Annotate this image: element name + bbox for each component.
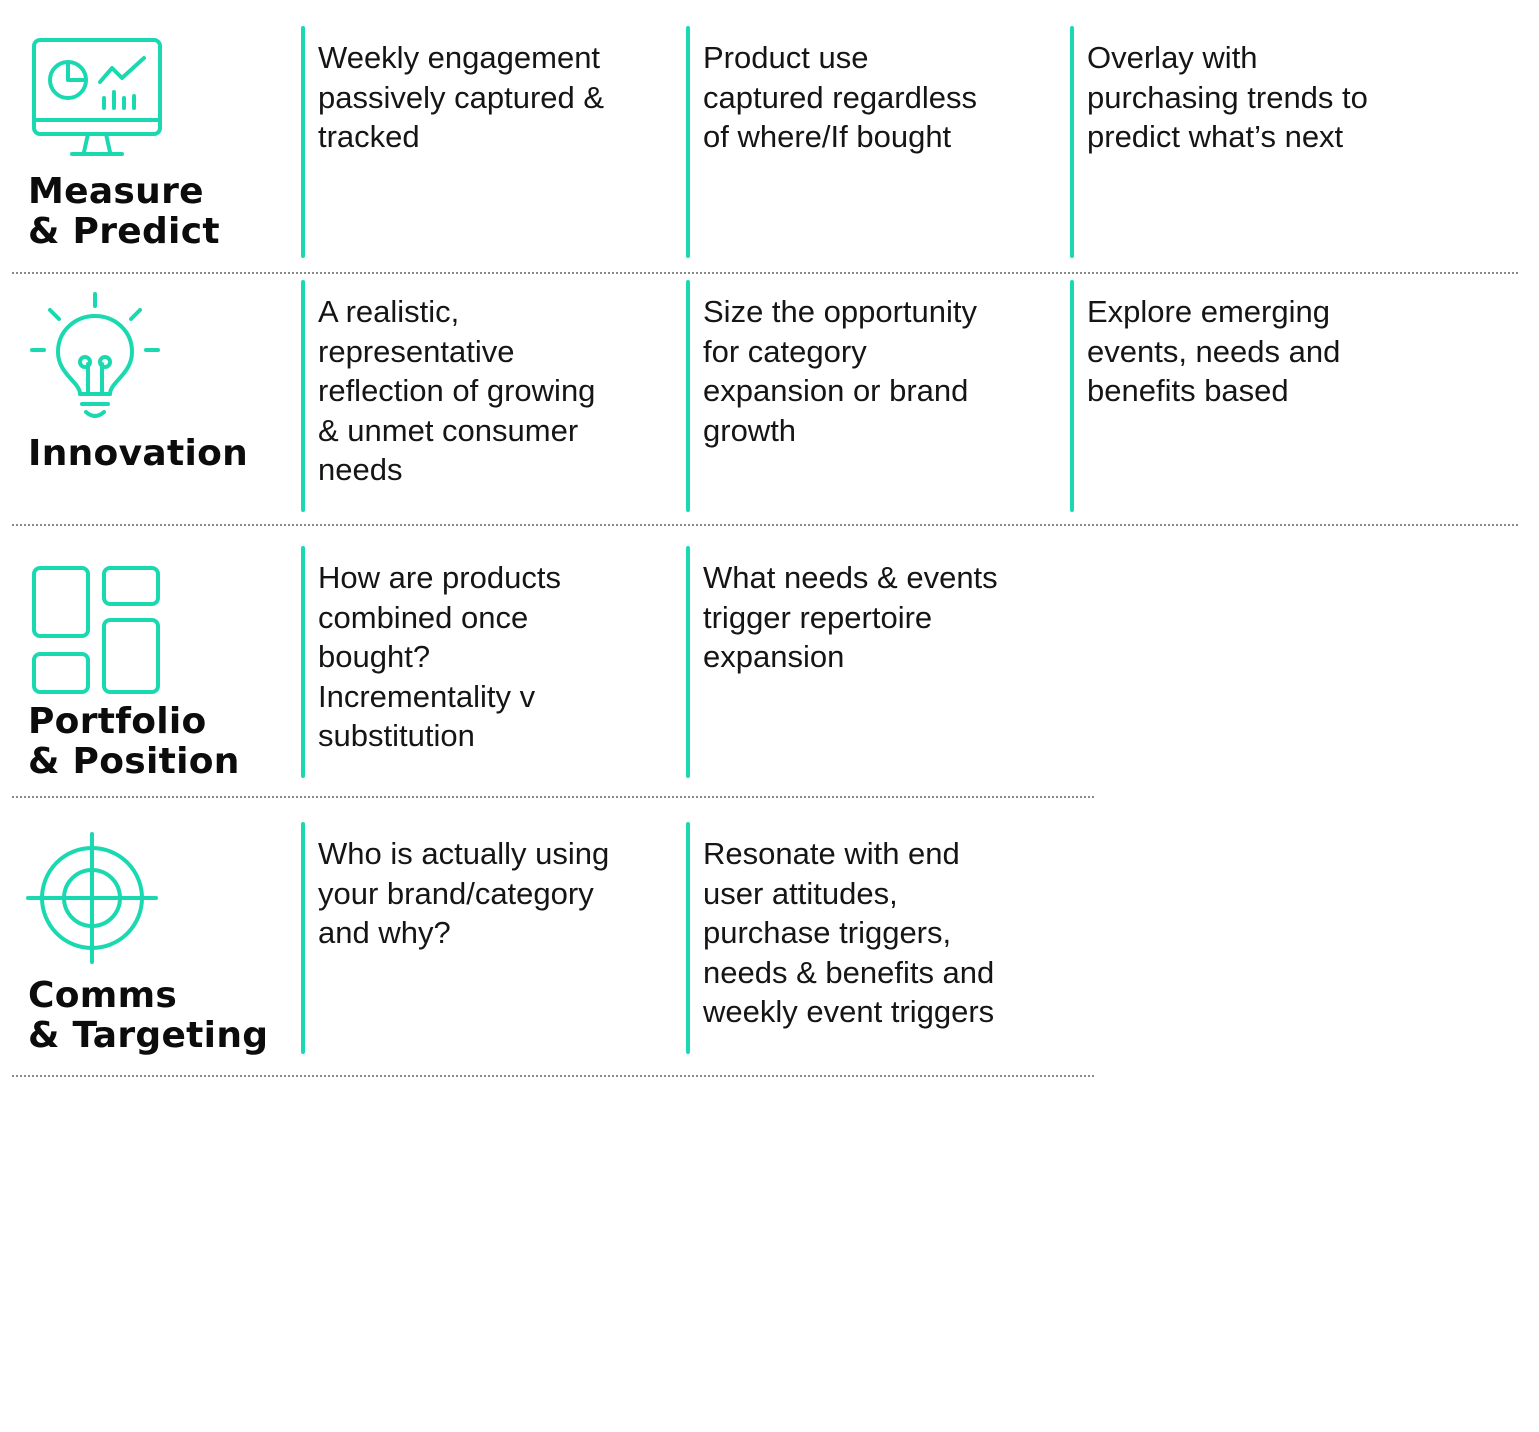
row-label-line: & Predict	[28, 211, 220, 252]
accent-bar	[686, 822, 690, 1054]
cell-text: Who is actually using your brand/categor…	[318, 836, 610, 951]
row-label-line: Portfolio	[28, 701, 207, 742]
crosshair-target-icon	[26, 832, 158, 964]
accent-bar	[301, 546, 305, 778]
accent-bar	[1070, 280, 1074, 512]
accent-bar	[301, 280, 305, 512]
cell-text: Weekly engagement passively captured & t…	[318, 40, 605, 155]
accent-bar	[301, 26, 305, 258]
cell-text: Resonate with end user attitudes, purcha…	[703, 836, 995, 1030]
row-label: Innovation	[28, 434, 248, 474]
portfolio-grid-icon	[30, 564, 164, 698]
cell-text: A realistic, representative reflection o…	[318, 294, 596, 488]
row-label: Portfolio & Position	[28, 702, 240, 782]
cell-text: Overlay with purchasing trends to predic…	[1087, 40, 1368, 155]
row-separator	[12, 272, 1518, 274]
row-label-line: Innovation	[28, 433, 249, 474]
cell-text: Product use captured regardless of where…	[703, 40, 977, 155]
row-label-line: & Position	[28, 741, 240, 782]
row-label: Measure & Predict	[28, 172, 220, 252]
row-separator	[12, 796, 1094, 798]
row-separator	[12, 524, 1518, 526]
lightbulb-icon	[28, 290, 162, 430]
cell-text: Explore emerging events, needs and benef…	[1087, 294, 1341, 409]
accent-bar	[1070, 26, 1074, 258]
row-separator	[12, 1075, 1094, 1077]
row-label-line: Comms	[28, 975, 178, 1016]
row-label: Comms & Targeting	[28, 976, 268, 1056]
accent-bar	[686, 546, 690, 778]
cell-text: Size the opportunity for category expans…	[703, 294, 978, 448]
row-label-line: Measure	[28, 171, 204, 212]
monitor-analytics-icon	[26, 38, 166, 160]
accent-bar	[686, 26, 690, 258]
accent-bar	[301, 822, 305, 1054]
cell-text: How are products combined once bought? I…	[318, 560, 561, 754]
cell-text: What needs & events trigger repertoire e…	[703, 560, 998, 675]
row-label-line: & Targeting	[28, 1015, 269, 1056]
accent-bar	[686, 280, 690, 512]
